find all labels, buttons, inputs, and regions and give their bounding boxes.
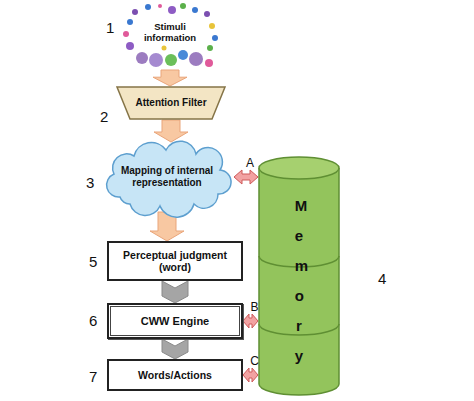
dot <box>207 45 213 51</box>
dot <box>205 59 213 67</box>
process-box: Perceptual judgment (word) <box>107 241 243 281</box>
dot <box>158 4 162 8</box>
node-text: Mapping of internal representation <box>119 165 215 189</box>
block-arrow <box>154 120 188 142</box>
dot <box>126 42 134 50</box>
dot <box>123 31 129 37</box>
callout-number: 7 <box>89 368 97 385</box>
stimuli-cluster: Stimuli information <box>120 2 220 70</box>
dot <box>209 23 215 29</box>
dot <box>162 46 167 51</box>
block-arrow <box>153 70 187 86</box>
callout-number: 5 <box>89 253 97 270</box>
callout-number: 3 <box>86 174 94 191</box>
process-box: Words/Actions <box>107 359 243 391</box>
double-arrow <box>234 170 258 184</box>
double-arrow <box>243 368 258 382</box>
edge-label: A <box>246 156 254 170</box>
dot <box>212 35 218 41</box>
cylinder-top <box>259 157 339 179</box>
dot <box>168 6 176 14</box>
dot <box>136 52 148 64</box>
callout-number: 2 <box>100 108 108 125</box>
dot <box>149 53 163 67</box>
edge-label: B <box>250 300 258 314</box>
mapping-cloud: Mapping of internal representation <box>100 142 234 212</box>
dot <box>178 50 188 60</box>
trapezoid-outline <box>117 87 225 119</box>
node-text: Attention Filter <box>135 97 206 108</box>
cloud-outline <box>107 141 231 217</box>
node-text: Stimuli information <box>137 21 203 43</box>
callout-number: 6 <box>89 312 97 329</box>
dot <box>132 9 138 15</box>
dot <box>204 11 210 17</box>
memory-cylinder: Memory <box>258 156 340 396</box>
double-arrow <box>243 314 258 328</box>
callout-number: 1 <box>106 19 114 36</box>
node-text: Words/Actions <box>138 369 212 381</box>
node-text: Memory <box>295 191 303 371</box>
dot <box>165 54 177 66</box>
node-text: Perceptual judgment (word) <box>109 249 241 273</box>
chevron-arrow <box>162 281 188 303</box>
callout-number: 4 <box>378 270 386 287</box>
dot <box>127 19 133 25</box>
dot <box>145 4 151 10</box>
node-text: CWW Engine <box>141 315 209 327</box>
dot <box>192 7 198 13</box>
dot <box>180 3 186 9</box>
cylinder-body <box>259 168 339 395</box>
engine-box: CWW Engine <box>107 303 243 339</box>
filter-trapezoid: Attention Filter <box>116 86 226 120</box>
edge-label: C <box>250 354 259 368</box>
dot <box>189 52 203 66</box>
chevron-arrow <box>162 339 188 359</box>
